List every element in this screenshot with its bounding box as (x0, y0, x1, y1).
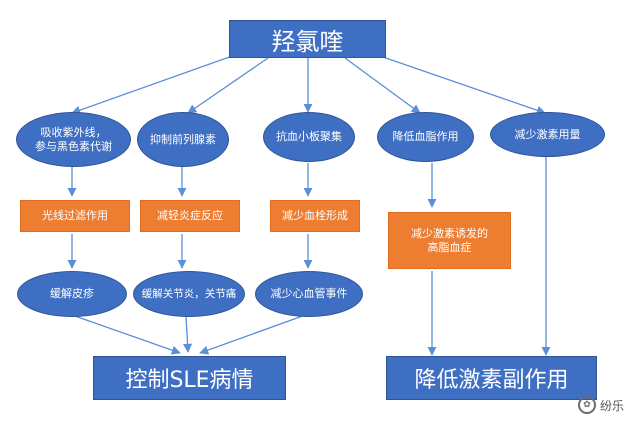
result-control-sle: 控制SLE病情 (93, 356, 286, 400)
outcome-reduce-cv-events: 减少心血管事件 (255, 271, 363, 317)
mechanism-label: 减少激素用量 (514, 127, 581, 141)
mechanism-lipid-lowering: 降低血脂作用 (377, 112, 474, 162)
arrow-title-to-mech-5 (379, 55, 546, 115)
arrow-title-to-mech-2 (187, 57, 269, 114)
title-box: 羟氯喹 (229, 20, 386, 58)
mechanism-label: 抗血小板聚集 (276, 130, 342, 143)
effect-steroid-hyperlipidemia: 减少激素诱发的 高脂血症 (388, 212, 511, 269)
watermark: ✿ 纷乐 (577, 396, 624, 414)
mechanism-uv-absorption: 吸收紫外线， 参与黑色素代谢 (16, 112, 131, 167)
arrow-outcome2-to-result1 (183, 315, 193, 353)
effect-light-filter: 光线过滤作用 (20, 200, 130, 232)
mechanism-label: 抑制前列腺素 (150, 132, 216, 146)
arrow-title-to-mech-1 (71, 54, 236, 115)
effect-label: 减少血栓形成 (282, 209, 348, 222)
effect-reduce-inflammation: 减轻炎症反应 (140, 200, 240, 232)
arrow-title-to-mech-4 (344, 57, 421, 114)
mechanism-antiplatelet: 抗血小板聚集 (263, 112, 355, 162)
outcome-relieve-arthritis: 缓解关节炎，关节痛 (133, 271, 245, 317)
title-text: 羟氯喹 (271, 27, 344, 56)
effect-label: 减少激素诱发的 高脂血症 (411, 226, 488, 254)
effect-reduce-thrombosis: 减少血栓形成 (270, 200, 360, 232)
effect-label: 减轻炎症反应 (157, 209, 223, 222)
mechanism-label: 吸收紫外线， 参与黑色素代谢 (35, 125, 112, 153)
mechanism-label: 降低血脂作用 (392, 130, 459, 143)
result-label: 控制SLE病情 (125, 368, 254, 393)
outcome-label: 减少心血管事件 (270, 287, 348, 300)
arrow-outcome3-to-result1 (199, 313, 309, 355)
outcome-label: 缓解皮疹 (50, 287, 94, 300)
result-label: 降低激素副作用 (414, 368, 569, 393)
watermark-text: 纷乐 (599, 398, 624, 413)
result-reduce-steroid-side-effects: 降低激素副作用 (386, 356, 597, 400)
mechanism-prostaglandin: 抑制前列腺素 (137, 112, 229, 167)
effect-label: 光线过滤作用 (42, 209, 108, 222)
outcome-label: 缓解关节炎，关节痛 (141, 288, 237, 300)
outcome-relieve-rash: 缓解皮疹 (17, 271, 127, 317)
mechanism-steroid-sparing: 减少激素用量 (490, 112, 605, 157)
arrow-outcome1-to-result1 (71, 314, 181, 355)
wechat-logo-icon: ✿ (577, 396, 596, 414)
